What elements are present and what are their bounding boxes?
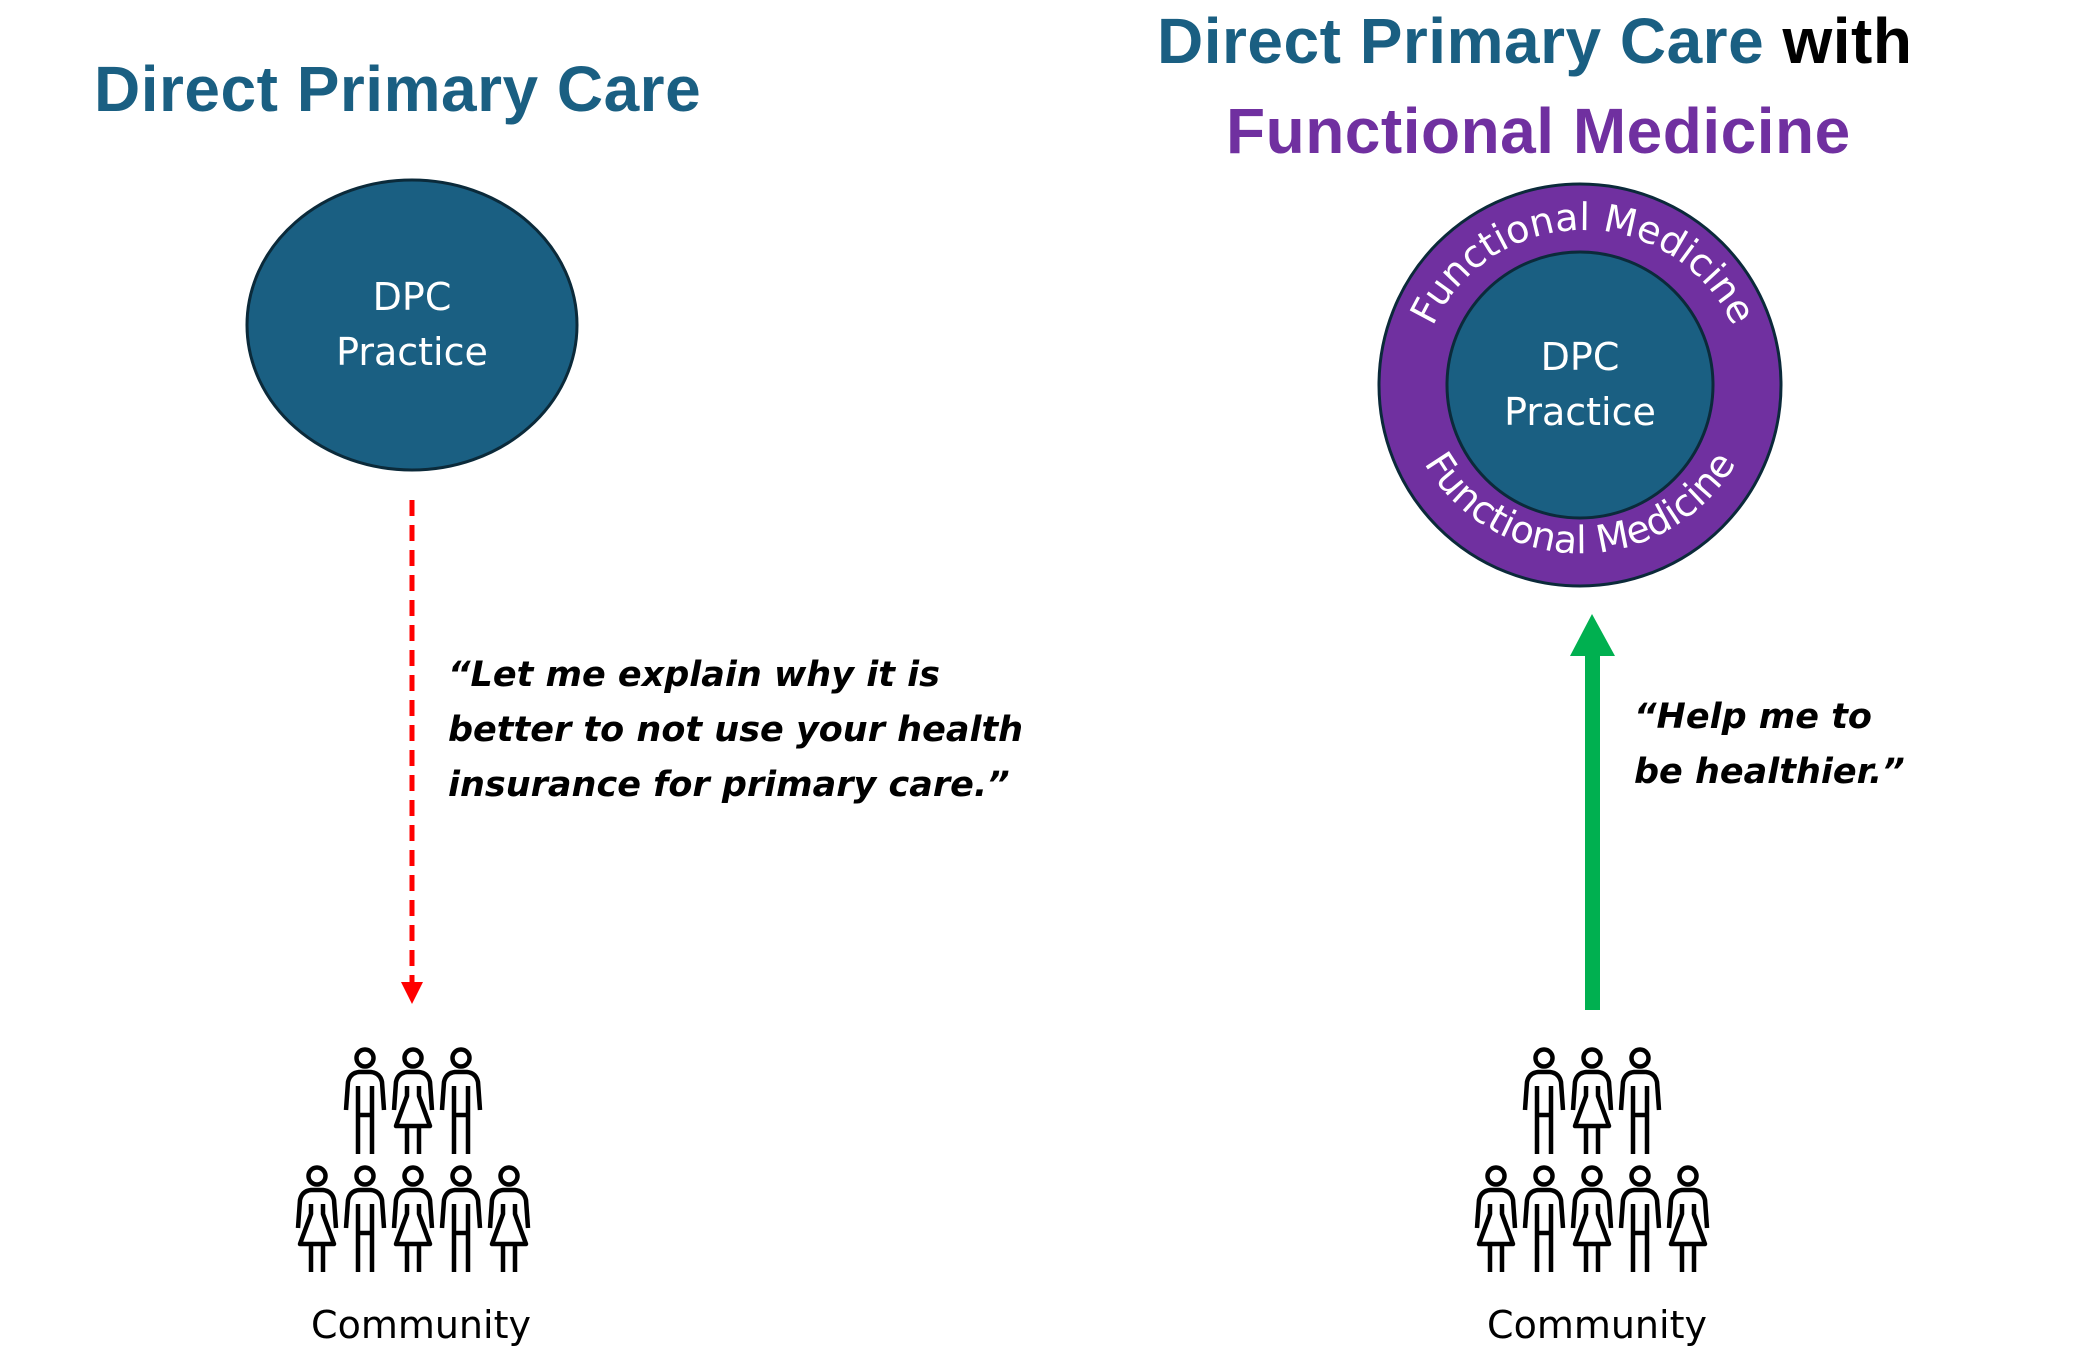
- solid-arrow-head: [1570, 614, 1615, 656]
- left-quote-line: insurance for primary care.”: [448, 765, 1010, 805]
- left-quote-line: “Let me explain why it is: [448, 655, 940, 695]
- left-dpc-label-line2: Practice: [336, 330, 488, 374]
- woman-icon: [391, 1047, 435, 1154]
- left-quote: “Let me explain why it is better to not …: [448, 648, 1023, 813]
- man-icon: [1522, 1047, 1566, 1154]
- right-functional-medicine-node: Functional Medicine Functional Medicine …: [1377, 182, 1783, 588]
- woman-icon: [295, 1165, 339, 1272]
- woman-icon: [391, 1165, 435, 1272]
- right-quote-line: “Help me to: [1634, 697, 1872, 737]
- man-icon: [1618, 1047, 1662, 1154]
- left-community-label: Community: [311, 1303, 531, 1347]
- woman-icon: [1474, 1165, 1518, 1272]
- man-icon: [343, 1165, 387, 1272]
- man-icon: [439, 1165, 483, 1272]
- woman-icon: [1570, 1165, 1614, 1272]
- woman-icon: [487, 1165, 531, 1272]
- right-title-dpc: Direct Primary Care: [1157, 5, 1765, 77]
- right-dpc-label-line2: Practice: [1504, 390, 1656, 434]
- right-quote-line: be healthier.”: [1634, 752, 1905, 792]
- left-quote-line: better to not use your health: [448, 710, 1024, 750]
- man-icon: [1618, 1165, 1662, 1272]
- left-dpc-label-line1: DPC: [373, 275, 452, 319]
- right-community-people-icons: [1474, 1047, 1710, 1272]
- man-icon: [1522, 1165, 1566, 1272]
- right-dpc-label-line1: DPC: [1541, 335, 1620, 379]
- left-dpc-practice-node: DPC Practice: [245, 178, 579, 472]
- left-community-people-icons: [295, 1047, 531, 1272]
- right-title-line1: Direct Primary Care with: [1157, 4, 1912, 78]
- woman-icon: [1666, 1165, 1710, 1272]
- left-dpc-ellipse: [245, 178, 579, 472]
- left-dashed-arrow: [401, 500, 423, 1004]
- man-icon: [439, 1047, 483, 1154]
- right-dpc-circle: [1445, 250, 1715, 520]
- man-icon: [343, 1047, 387, 1154]
- left-title: Direct Primary Care: [94, 53, 702, 125]
- right-title-line2: Functional Medicine: [1226, 95, 1851, 167]
- right-community-label: Community: [1487, 1303, 1707, 1347]
- woman-icon: [1570, 1047, 1614, 1154]
- solid-arrow-shaft: [1585, 650, 1600, 1010]
- right-title-with: with: [1782, 5, 1913, 77]
- right-solid-arrow: [1570, 614, 1615, 1010]
- right-quote: “Help me to be healthier.”: [1634, 690, 1905, 800]
- dashed-arrow-head: [401, 982, 423, 1004]
